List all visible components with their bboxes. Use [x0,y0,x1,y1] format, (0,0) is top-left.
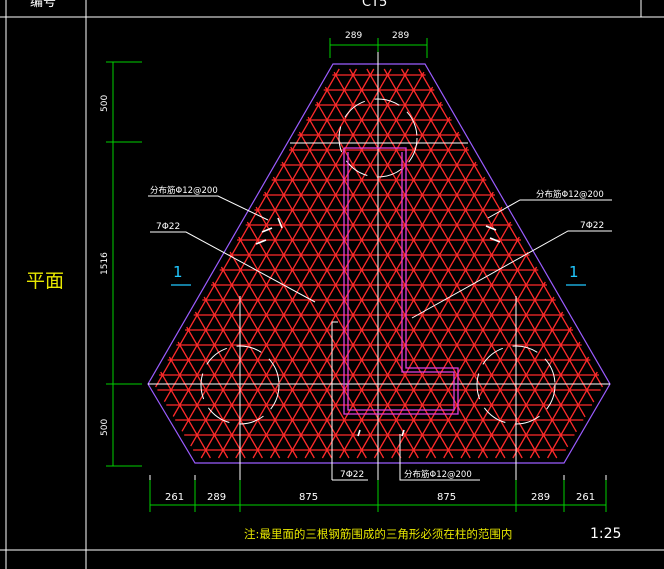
rebar-line-51 [160,371,211,459]
label-left-distribution-bar: 分布筋Φ12@200 [150,185,218,196]
rebar-line-31 [333,71,558,459]
rebar-line-47 [194,311,281,459]
rebar-line-71 [443,281,546,459]
rebar-line-63 [304,161,477,459]
rebar-line-69 [408,251,529,459]
rebar-mesh [155,68,604,459]
rebar-line-58 [217,86,434,459]
drawing-scale: 1:25 [590,526,621,542]
rebar-line-57 [200,71,425,459]
rebar-line-33 [316,101,523,459]
title-block-top-left: 编号 [30,0,56,10]
rebar-line-53 [163,68,358,403]
rebar-line-48 [186,326,263,459]
label-bottom-distribution-bar: 分布筋Φ12@200 [404,469,472,480]
rebar-line-43 [229,251,350,459]
rebar-line-77 [547,371,598,459]
rebar-line-46 [203,296,298,459]
rebar-line-45 [212,281,315,459]
drawing-note: 注:最里面的三根钢筋围成的三角形必须在柱的范围内 [244,527,512,541]
dim-bottom-4: 875 [437,492,456,503]
leader-ticks [255,217,501,437]
rebar-line-74 [495,326,572,459]
dim-bottom-1: 261 [165,492,184,503]
rebar-line-75 [512,341,581,459]
rebar-line-37 [281,161,454,459]
dim-left-top: 500 [100,95,110,112]
pile-cap-outline [147,63,611,464]
dim-left-bottom: 500 [100,419,110,436]
rebar-line-38 [272,176,437,459]
rebar-line-72 [460,296,555,459]
rebar-line-56 [190,68,409,447]
rebar-line-64 [321,176,486,459]
rebar-line-55 [181,68,392,432]
rebar-line-76 [529,356,590,459]
title-block-top-center: CT5 [362,0,387,10]
rebar-line-73 [477,311,564,459]
rebar-line-49 [177,341,246,459]
rebar-line-36 [290,146,471,459]
label-bottom-main-bar: 7Φ22 [340,470,364,480]
row-label-plan: 平面 [26,270,64,292]
rebar-line-66 [356,206,503,459]
label-right-main-bar: 7Φ22 [580,221,604,231]
rebar-line-61 [269,131,460,459]
rebar-line-27 [400,68,595,403]
rebar-line-59 [235,101,442,459]
section-mark-right: 1 [569,263,579,281]
dim-top-right: 289 [392,31,409,41]
rebar-line-29 [366,68,577,433]
rebar-line-67 [373,221,512,459]
dim-top-left: 289 [345,31,362,41]
rebar-line-52 [155,68,340,388]
rebar-line-41 [246,221,385,459]
rebar-line-42 [238,236,367,459]
dim-bottom-6: 261 [576,492,595,503]
dim-bottom-5: 289 [531,492,550,503]
dim-bottom-2: 289 [207,492,226,503]
rebar-line-40 [255,206,402,459]
rebar-line-44 [220,266,333,459]
rebar-line-28 [383,68,586,418]
rebar-line-26 [418,68,604,388]
leader-lines [148,195,612,481]
rebar-line-68 [391,236,520,459]
rebar-line-32 [324,86,541,459]
column-outline [343,147,459,415]
rebar-line-65 [339,191,494,459]
rebar-line-50 [168,356,229,459]
dim-left-middle: 1516 [100,252,110,275]
rebar-line-35 [298,131,489,459]
dim-bottom-3: 875 [299,492,318,503]
rebar-line-70 [425,266,538,459]
rebar-line-39 [264,191,419,459]
dimension-lines [106,38,607,512]
rebar-line-60 [252,116,451,459]
section-mark-left: 1 [173,263,183,281]
label-left-main-bar: 7Φ22 [156,222,180,232]
label-right-distribution-bar: 分布筋Φ12@200 [536,189,604,200]
